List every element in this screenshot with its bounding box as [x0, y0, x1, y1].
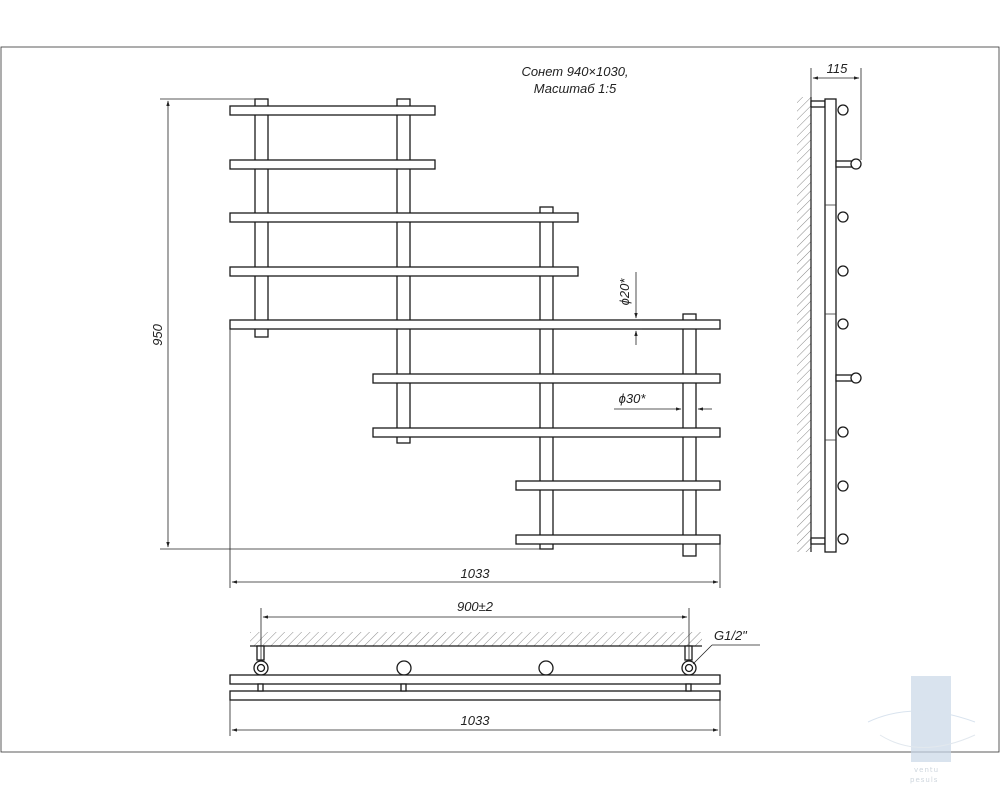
post-circle-3 — [538, 660, 554, 676]
pipe-large-label: ϕ30* — [619, 391, 647, 406]
side-tube — [824, 98, 837, 553]
bar-9 — [515, 534, 721, 545]
bar-4 — [229, 266, 579, 277]
pipe-small-dimension: ϕ20* — [617, 272, 642, 345]
top-bar-back — [229, 674, 721, 685]
top-wall-hatch — [250, 632, 702, 646]
bar-8 — [515, 480, 721, 491]
height-dimension: 950 — [150, 98, 552, 550]
thread-label: G1/2" — [714, 628, 748, 643]
bar-7 — [372, 427, 721, 438]
pipe-small-label: ϕ20* — [617, 278, 632, 306]
front-width-label: 1033 — [461, 566, 491, 581]
thread-callout: G1/2" — [692, 628, 760, 665]
front-view — [229, 98, 721, 557]
top-view — [229, 632, 721, 701]
center-distance-dimension: 900±2 — [260, 599, 690, 660]
bottom-width-dimension: 1033 — [229, 700, 721, 736]
bar-3 — [229, 212, 579, 223]
watermark-text-2: pesuls — [910, 776, 938, 784]
title-line-1: Сонет 940×1030, — [521, 64, 628, 79]
bottom-width-label: 1033 — [461, 713, 491, 728]
watermark-logo: ventu pesuls — [867, 676, 976, 784]
bar-6 — [372, 373, 721, 384]
drawing-frame — [0, 46, 1000, 753]
top-bar-front — [229, 690, 721, 701]
center-distance-label: 900±2 — [457, 599, 494, 614]
depth-label: 115 — [827, 61, 848, 76]
depth-dimension: 115 — [810, 61, 862, 160]
watermark-text-1: ventu — [914, 766, 939, 774]
title-line-2: Масштаб 1:5 — [534, 81, 617, 96]
front-width-dimension: 1033 — [229, 329, 721, 588]
post-circle-2 — [396, 660, 412, 676]
bar-5 — [229, 319, 721, 330]
wall-hatch — [797, 97, 811, 552]
bar-2 — [229, 159, 436, 170]
height-label: 950 — [150, 323, 165, 345]
side-view — [797, 97, 862, 553]
pipe-large-dimension: ϕ30* — [614, 391, 712, 411]
title-block: Сонет 940×1030, Масштаб 1:5 — [521, 64, 628, 96]
bar-1 — [229, 105, 436, 116]
